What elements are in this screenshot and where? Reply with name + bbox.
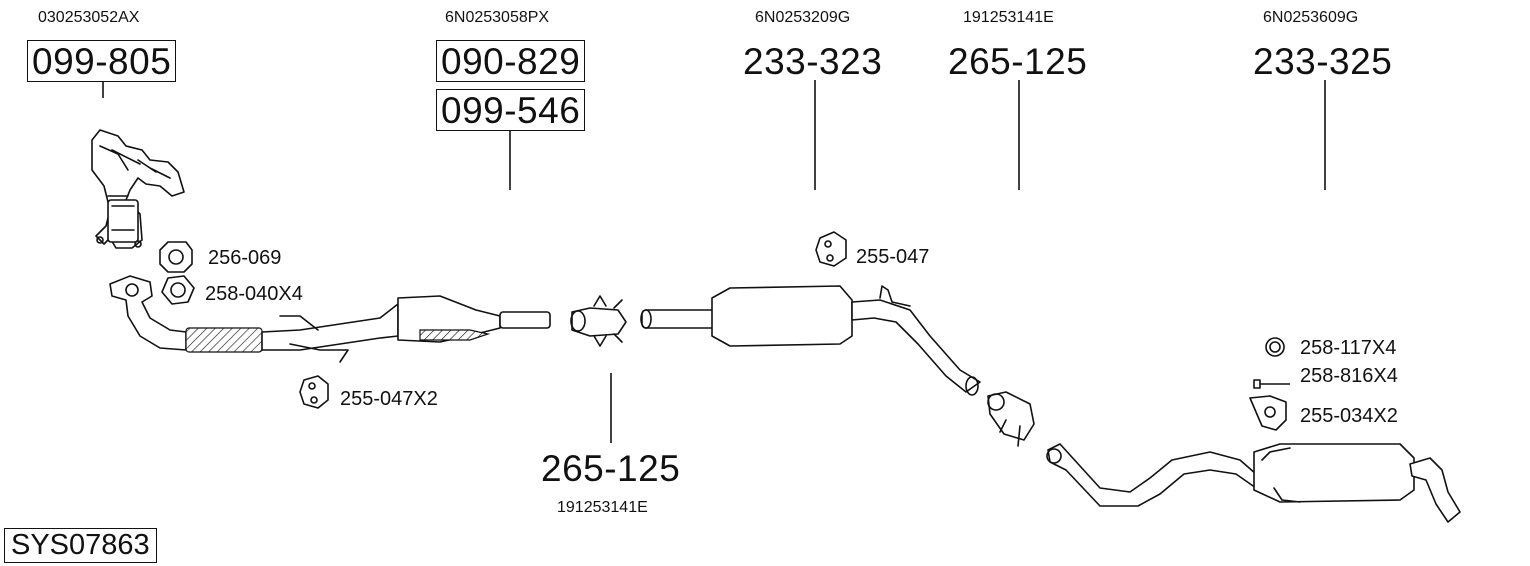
accessory-bolt-rear: 258-816X4 [1300, 365, 1398, 387]
accessory-gasket: 256-069 [208, 247, 282, 269]
bolt-rear-part [1253, 379, 1290, 389]
front-pipe-part [109, 275, 551, 363]
oem-clamp-top: 191253141E [963, 9, 1054, 26]
oem-middle: 6N0253209G [755, 9, 851, 26]
oem-clamp-bottom: 191253141E [557, 499, 648, 516]
oem-rear: 6N0253609G [1263, 9, 1359, 26]
oem-front-pipe: 6N0253058PX [445, 9, 550, 26]
middle-silencer-part [640, 285, 981, 396]
oem-manifold: 030253052AX [38, 9, 140, 26]
accessory-hanger-rear: 255-034X2 [1300, 405, 1398, 427]
accessory-nut: 258-040X4 [205, 283, 303, 305]
hanger-rear-part [1249, 395, 1287, 431]
part-number-clamp-top: 265-125 [948, 41, 1088, 82]
manifold-part [91, 129, 185, 249]
nut-part [161, 275, 195, 305]
gasket-part [159, 241, 193, 273]
hanger-front-part [299, 375, 329, 409]
part-number-middle: 233-323 [743, 41, 883, 82]
part-number-rear: 233-325 [1253, 41, 1393, 82]
hanger-mid-part [815, 231, 847, 267]
accessory-ring-rear: 258-117X4 [1300, 337, 1397, 359]
rear-silencer-part [1046, 443, 1461, 523]
part-number-front-pipe-a: 090-829 [436, 40, 586, 82]
system-code: SYS07863 [4, 528, 157, 563]
ring-rear-part [1265, 337, 1285, 357]
accessory-hanger-mid: 255-047 [856, 246, 930, 268]
accessory-hanger-front: 255-047X2 [340, 388, 438, 410]
clamp-mid-part [987, 391, 1035, 447]
part-number-clamp-bottom: 265-125 [541, 448, 681, 489]
part-number-front-pipe-b: 099-546 [436, 89, 586, 131]
part-number-manifold: 099-805 [27, 40, 177, 82]
clamp-part [570, 295, 627, 347]
